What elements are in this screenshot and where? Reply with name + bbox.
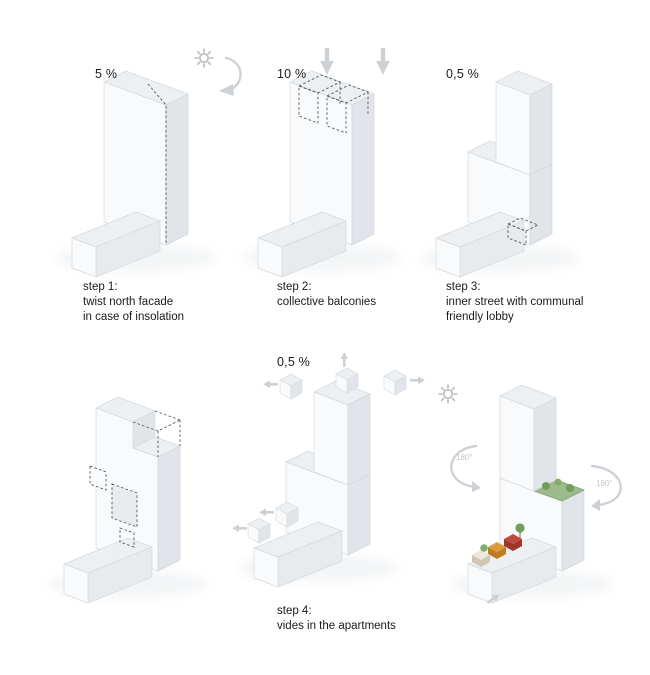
percent-label-step-1: 5 %: [95, 67, 118, 81]
removed-volume-dashed: [132, 410, 181, 457]
floating-volume-cube: [279, 373, 303, 400]
rotate-180-arrow-icon: [590, 464, 622, 511]
down-arrow-icon: [376, 48, 390, 75]
vide-dashed-void: [119, 527, 135, 548]
up-arrow-icon: [340, 352, 349, 367]
press-down-annotation: [376, 48, 390, 75]
percent-label-step-4: 0,5 %: [277, 355, 310, 369]
rotation-label-left: 180°: [456, 453, 473, 462]
down-arrow-icon: [320, 48, 334, 75]
floating-volume-cube: [247, 517, 271, 544]
caption-step-2: step 2: collective balconies: [277, 281, 377, 308]
building-massing-step-1: [64, 70, 254, 278]
press-down-annotation: [320, 48, 334, 75]
building-massing-step-4-exploded: [232, 352, 425, 588]
tree-icon: [542, 478, 574, 492]
rotate-arrow-head: [219, 84, 234, 96]
sun-icon: [438, 384, 458, 404]
rotated-tower-with-greenery: [452, 384, 612, 607]
tree-icon: [480, 523, 525, 552]
rotation-label-right: 180°: [596, 479, 613, 488]
floating-volume-cube: [383, 369, 407, 396]
vide-dashed-void: [111, 483, 138, 528]
vide-dashed-void: [89, 465, 107, 491]
rotate-arrow-icon: [224, 56, 242, 91]
left-arrow-icon: [263, 380, 278, 389]
left-arrow-icon: [259, 508, 274, 517]
building-massing-step-4-voids: [56, 396, 246, 604]
building-massing-step-2: [250, 70, 440, 278]
balcony-dashed-volume: [297, 74, 342, 124]
left-arrow-icon: [232, 524, 247, 533]
caption-step-3: step 3: inner street with communal frien…: [446, 281, 584, 323]
insolation-annotation: [194, 48, 242, 96]
percent-label-step-2: 10 %: [277, 67, 307, 81]
right-arrow-icon: [410, 376, 425, 385]
building-massing-step-4-rotated: 180° 180°: [438, 384, 622, 607]
caption-step-1: step 1: twist north facade in case of in…: [83, 281, 185, 323]
planter-box: [472, 550, 490, 567]
planter-box: [504, 534, 522, 551]
sun-icon: [194, 48, 214, 68]
caption-step-4: step 4: vides in the apartments: [277, 605, 396, 632]
balcony-dashed-volume: [325, 84, 370, 134]
building-massing-step-3: [428, 70, 618, 278]
percent-label-step-3: 0,5 %: [446, 67, 479, 81]
rotate-180-arrow-icon: [450, 444, 481, 492]
planter-box: [488, 542, 506, 559]
